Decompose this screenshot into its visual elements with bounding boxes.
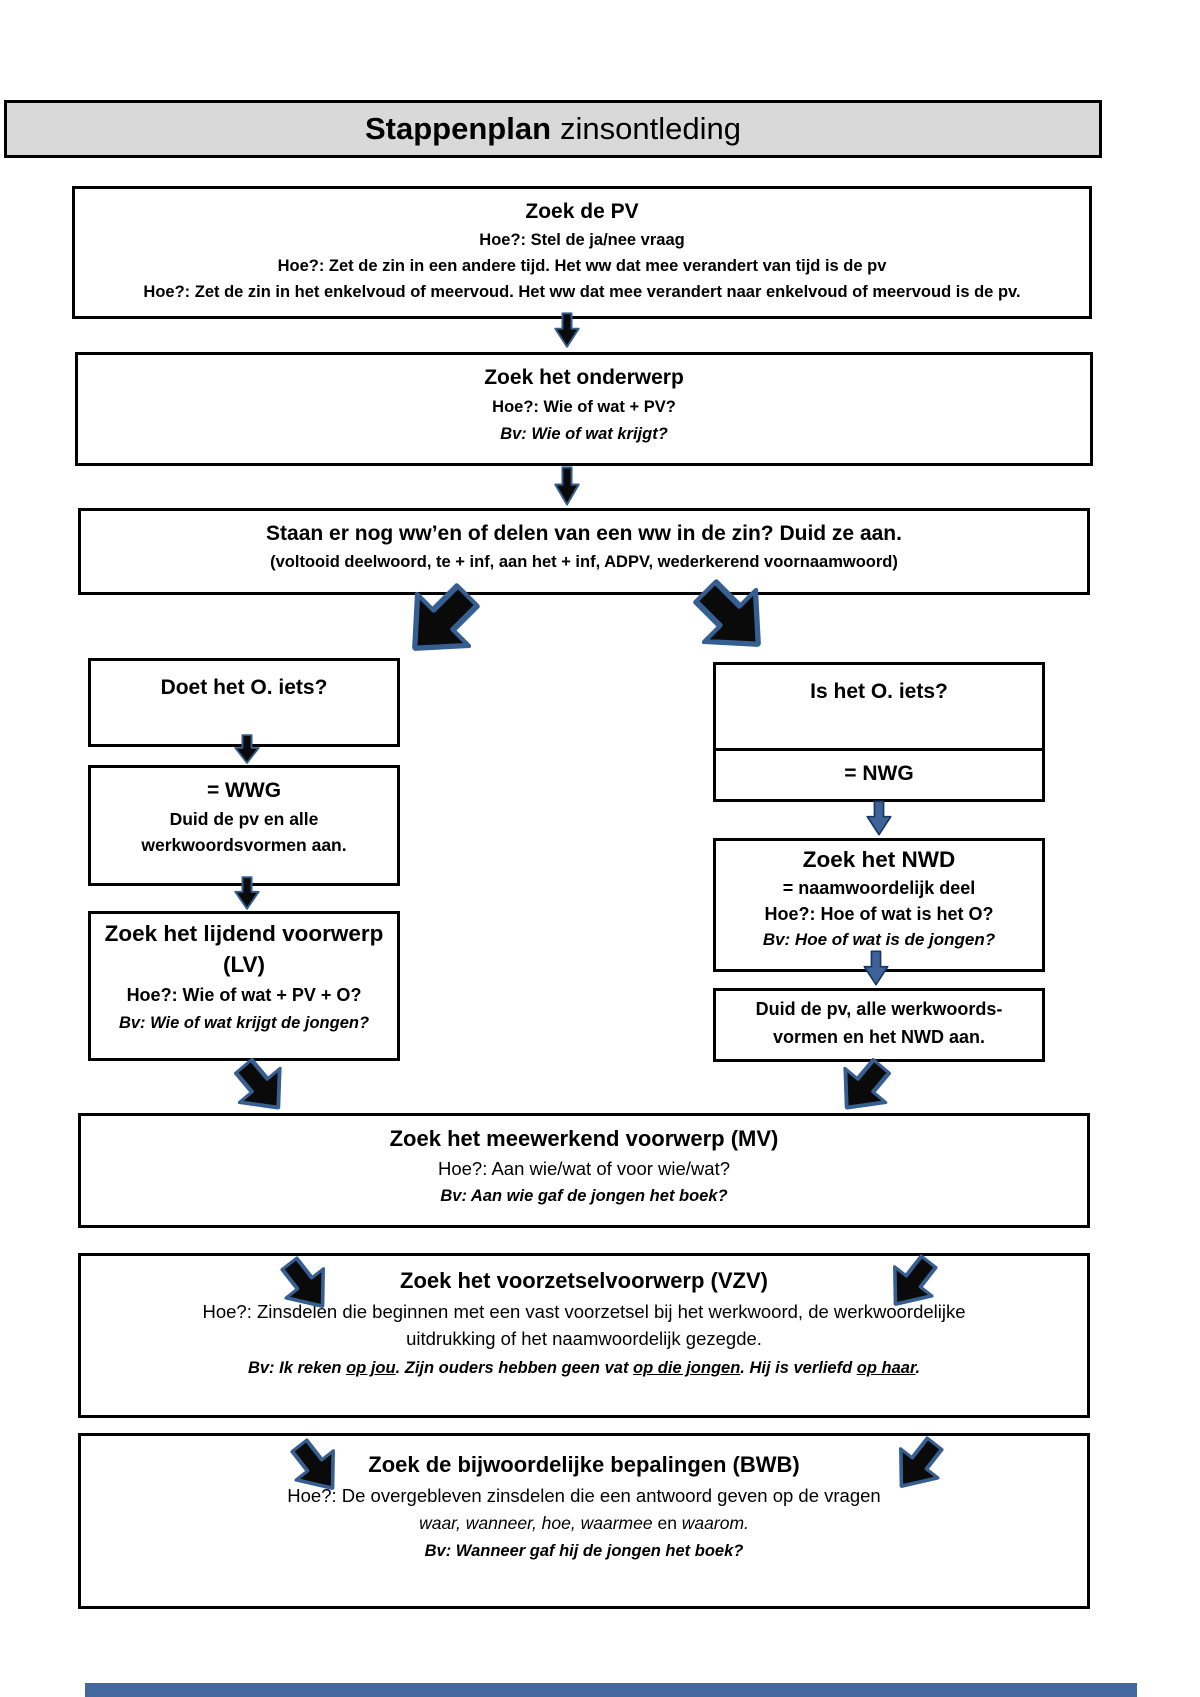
box-title: Zoek het lijdend voorwerp [104, 921, 384, 946]
sub-line: = naamwoordelijk deel [782, 878, 976, 898]
hoe-line: Hoe?: Zet de zin in het enkelvoud of mee… [143, 283, 1021, 301]
box-title: Zoek het NWD [802, 847, 956, 872]
hoe-line: Hoe?: Zet de zin in een andere tijd. Het… [277, 257, 887, 275]
arrow-down-icon [863, 950, 889, 986]
arrow-down-icon [234, 876, 260, 910]
footer-accent-bar [85, 1683, 1137, 1697]
text-line: Duid de pv en alle [169, 809, 319, 829]
text-line: vormen en het NWD aan. [772, 1027, 986, 1047]
step-box-meewerkend-voorwerp: Zoek het meewerkend voorwerp (MV) Hoe?: … [78, 1113, 1090, 1228]
title-bar: Stappenplan zinsontleding [4, 100, 1102, 158]
arrow-down-right-icon [220, 1046, 302, 1128]
step-box-wwg: = WWG Duid de pv en alle werkwoordsvorme… [88, 765, 400, 886]
text-line: Duid de pv, alle werkwoords- [755, 999, 1003, 1019]
step-box-nwd: Zoek het NWD = naamwoordelijk deel Hoe?:… [713, 838, 1045, 972]
hoe-line: Hoe?: Aan wie/wat of voor wie/wat? [437, 1158, 731, 1179]
page-title-bold: Stappenplan [365, 111, 552, 146]
bv-line: Bv: Wie of wat krijgt de jongen? [118, 1014, 370, 1032]
step-box-ww-check: Staan er nog ww’en of delen van een ww i… [78, 508, 1090, 595]
hoe-line: Hoe?: Hoe of wat is het O? [764, 904, 994, 924]
arrow-down-icon [554, 312, 580, 348]
box-title: Staan er nog ww’en of delen van een ww i… [266, 522, 902, 545]
arrow-down-icon [866, 800, 892, 836]
page-title-regular: zinsontleding [560, 111, 741, 146]
bv-line: Bv: Ik reken op jou. Zijn ouders hebben … [247, 1359, 921, 1377]
step-box-zoek-het-onderwerp: Zoek het onderwerp Hoe?: Wie of wat + PV… [75, 352, 1093, 466]
arrow-down-left-icon [823, 1046, 905, 1128]
hoe-line: Hoe?: Wie of wat + PV? [492, 398, 676, 416]
step-box-zoek-de-pv: Zoek de PV Hoe?: Stel de ja/nee vraag Ho… [72, 186, 1092, 319]
arrow-down-right-icon [268, 1246, 345, 1324]
hoe-line: Hoe?: De overgebleven zinsdelen die een … [287, 1485, 881, 1506]
box-title: Is het O. iets? [810, 680, 948, 703]
arrow-down-left-icon [880, 1426, 957, 1504]
box-title: Zoek het meewerkend voorwerp (MV) [389, 1126, 779, 1151]
box-title-line2: (LV) [222, 952, 266, 977]
hoe-line: Hoe?: Stel de ja/nee vraag [479, 231, 685, 249]
step-box-doet-het-o-iets: Doet het O. iets? [88, 658, 400, 747]
step-box-lijdend-voorwerp: Zoek het lijdend voorwerp (LV) Hoe?: Wie… [88, 911, 400, 1061]
arrow-down-right-icon [675, 561, 788, 674]
arrow-down-right-icon [278, 1428, 355, 1506]
bv-line: Bv: Hoe of wat is de jongen? [762, 930, 996, 949]
box-title: Zoek de PV [525, 200, 639, 223]
text-line: werkwoordsvormen aan. [141, 835, 347, 855]
box-title: = NWG [844, 762, 914, 785]
step-box-nwg: = NWG [713, 748, 1045, 802]
bv-line: Bv: Wanneer gaf hij de jongen het boek? [424, 1542, 744, 1560]
box-title: Zoek het onderwerp [484, 366, 684, 389]
box-title: = WWG [206, 779, 282, 802]
hoe-line: Hoe?: Zinsdelen die beginnen met een vas… [202, 1301, 966, 1322]
box-title: Zoek het voorzetselvoorwerp (VZV) [400, 1268, 768, 1293]
bv-line: Bv: Aan wie gaf de jongen het boek? [440, 1187, 728, 1205]
step-box-is-het-o-iets: Is het O. iets? [713, 662, 1045, 751]
sub-line: (voltooid deelwoord, te + inf, aan het +… [270, 553, 898, 571]
arrow-down-icon [234, 734, 260, 764]
box-title: Zoek de bijwoordelijke bepalingen (BWB) [368, 1452, 800, 1477]
step-box-duid-aan: Duid de pv, alle werkwoords- vormen en h… [713, 988, 1045, 1062]
hoe-line: uitdrukking of het naamwoordelijk gezegd… [406, 1328, 762, 1349]
arrow-down-left-icon [384, 565, 497, 678]
hoe-line: Hoe?: Wie of wat + PV + O? [126, 985, 362, 1005]
arrow-down-left-icon [874, 1244, 951, 1322]
bv-line: Bv: Wie of wat krijgt? [500, 425, 668, 443]
box-title: Doet het O. iets? [160, 676, 328, 699]
vraag-line: waar, wanneer, hoe, waarmee en waarom. [419, 1513, 749, 1533]
arrow-down-icon [554, 466, 580, 506]
